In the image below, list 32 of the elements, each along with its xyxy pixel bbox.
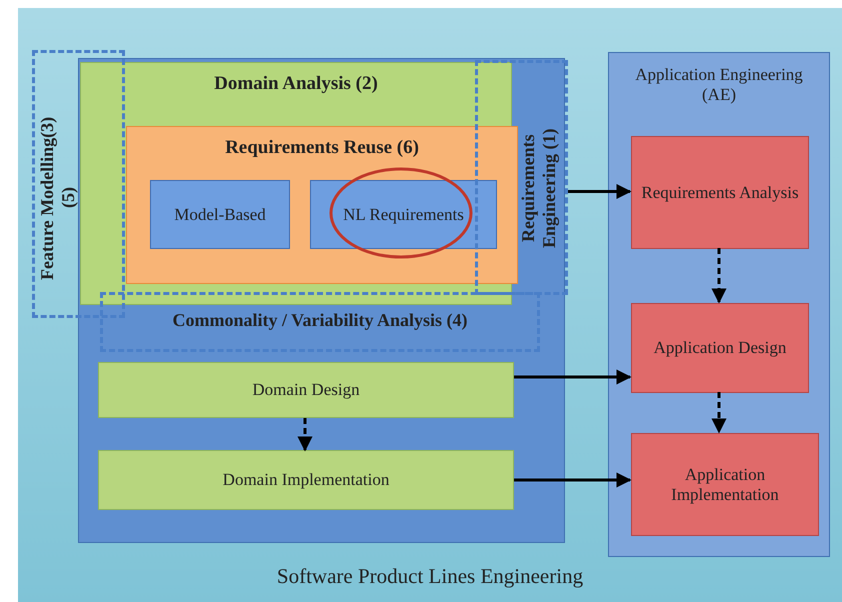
- dashed-region: [32, 50, 125, 318]
- process-box: [150, 180, 290, 249]
- dashed-region: [475, 60, 568, 295]
- caption: Software Product Lines Engineering: [276, 564, 584, 589]
- box-label: Model-Based: [173, 204, 267, 224]
- arrow: [568, 184, 632, 199]
- process-box: [98, 362, 514, 418]
- box-label: Feature Modelling(3)(5): [37, 115, 79, 282]
- process-box: [98, 450, 514, 510]
- arrow: [712, 392, 726, 434]
- box-label: Application Design: [652, 338, 788, 358]
- group-panel: [608, 52, 830, 557]
- box-label: Domain Design: [251, 380, 361, 400]
- box-label: Requirements Engineering (1): [518, 127, 560, 250]
- box-label: NL Requirements: [342, 204, 465, 224]
- box-label: Application Engineering (AE): [634, 65, 804, 105]
- process-box: [631, 433, 819, 536]
- box-label: Domain Analysis (2): [213, 73, 379, 95]
- box-label: Requirements Analysis: [640, 182, 800, 202]
- arrow: [514, 472, 632, 488]
- dashed-region: [100, 292, 540, 352]
- process-box: [126, 126, 518, 284]
- box-label: Application Implementation: [670, 464, 780, 504]
- arrow: [514, 370, 632, 384]
- process-box: [631, 136, 809, 249]
- arrow: [298, 418, 312, 452]
- box-label: Requirements Reuse (6): [224, 137, 420, 159]
- arrow: [712, 248, 726, 304]
- box-label: Commonality / Variability Analysis (4): [171, 310, 469, 331]
- process-box: [310, 180, 497, 249]
- box-label: Domain Implementation: [222, 470, 390, 490]
- process-box: [631, 303, 809, 393]
